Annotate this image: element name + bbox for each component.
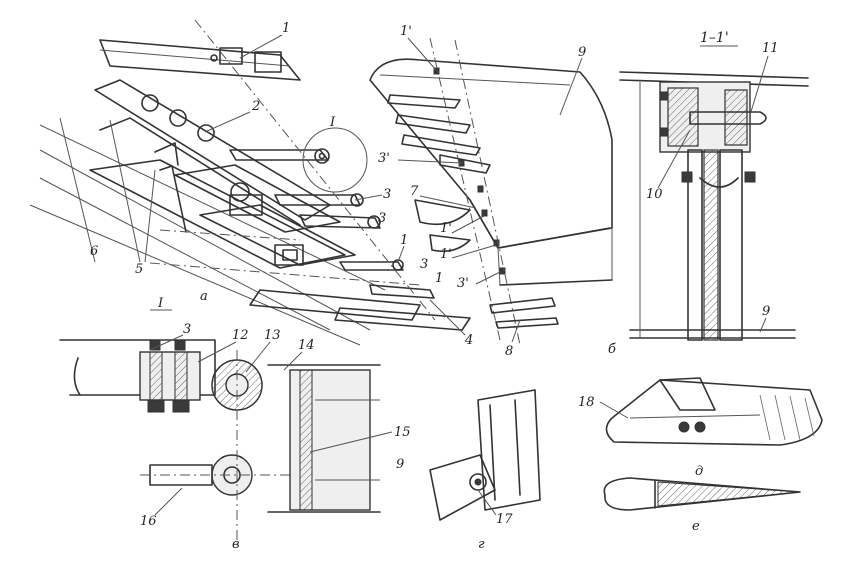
view-d-slat: [605, 377, 823, 446]
callout-9-b: 9: [762, 304, 770, 319]
label-view-g: г: [478, 537, 485, 552]
view-g-detail: [429, 389, 541, 521]
callout-5: 5: [135, 262, 143, 277]
callout-1p-a: 1': [400, 24, 412, 39]
callout-18: 18: [578, 395, 595, 410]
callout-10: 10: [646, 187, 663, 202]
callout-17: 17: [496, 512, 513, 527]
callout-16: 16: [140, 514, 157, 529]
callout-13: 13: [264, 328, 281, 343]
view-b-section: [619, 71, 809, 341]
label-view-d: д: [695, 464, 703, 479]
callout-3-a1: 3: [383, 187, 391, 202]
callout-3-a3: 3: [420, 257, 428, 272]
slat-assembly-9: [369, 37, 613, 346]
view-v-detail: [59, 339, 381, 540]
callout-2: 2: [251, 99, 260, 114]
callout-14: 14: [298, 338, 315, 353]
callout-8: 8: [505, 344, 513, 359]
callout-3p-1: 3': [378, 151, 390, 166]
callout-9-v: 9: [396, 457, 404, 472]
callout-7: 7: [410, 184, 419, 199]
label-view-e: е: [692, 519, 700, 534]
section-title: 1–1': [700, 30, 729, 46]
callout-12: 12: [232, 328, 249, 343]
label-section-I-top: I: [329, 115, 336, 130]
callout-9-a: 9: [578, 45, 586, 60]
callout-1-a: 1: [282, 21, 290, 36]
callout-3p-2: 3': [457, 276, 469, 291]
callout-4: 4: [464, 333, 473, 348]
label-view-a: а: [200, 289, 208, 304]
callout-15: 15: [394, 425, 411, 440]
label-view-b: б: [608, 342, 616, 357]
callout-11: 11: [762, 41, 779, 56]
callout-1-c: 1: [435, 271, 443, 286]
view-a-wing-assembly: [29, 19, 471, 346]
view-e-profile: [603, 477, 801, 511]
labels: а б в г д е I I 1–1' 1 1' 9 2 3' 3 7 3 1…: [90, 21, 779, 552]
callout-1p-b: 1': [440, 221, 452, 236]
label-section-I: I: [157, 296, 164, 311]
callout-3-v: 3: [183, 322, 191, 337]
callout-6: 6: [90, 244, 98, 259]
callout-1p-c: 1': [440, 247, 452, 262]
label-view-v: в: [232, 537, 240, 552]
callout-1-b: 1: [400, 233, 408, 248]
callout-3-a2: 3: [378, 211, 386, 226]
